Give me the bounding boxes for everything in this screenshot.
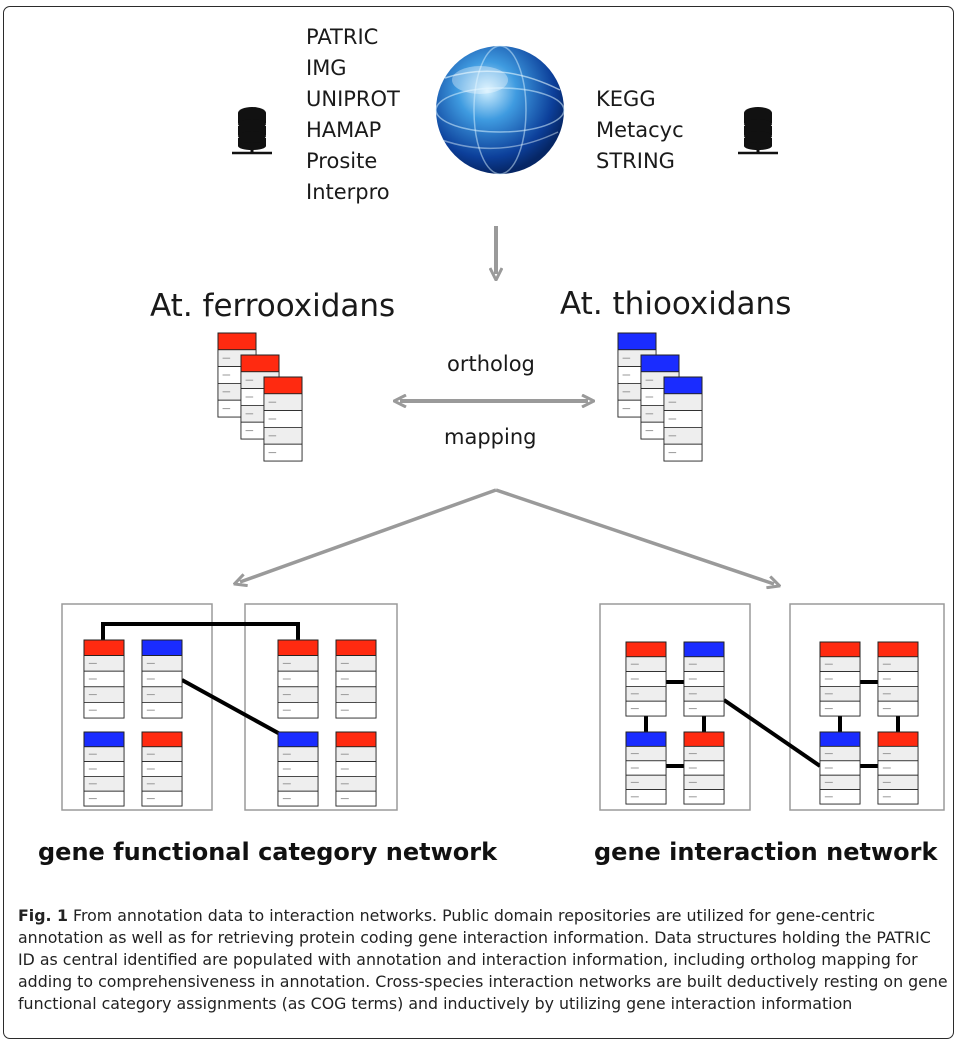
gene-record-card	[683, 731, 725, 805]
gene-record-card	[625, 731, 667, 805]
repository-name: PATRIC	[306, 25, 379, 49]
gene-record-card	[263, 376, 303, 462]
repository-name: HAMAP	[306, 118, 382, 142]
repository-name: Metacyc	[596, 118, 684, 142]
gene-record-card	[819, 731, 861, 805]
species-title-left: At. ferrooxidans	[150, 288, 396, 324]
gene-record-card	[277, 639, 319, 719]
mapping-label-top: ortholog	[447, 352, 535, 376]
species-title-right: At. thiooxidans	[560, 286, 792, 322]
network-panel	[789, 603, 945, 811]
figure-caption: Fig. 1 From annotation data to interacti…	[18, 905, 948, 1015]
caption-label: Fig. 1	[18, 906, 69, 925]
gene-record-card	[335, 639, 377, 719]
network-edge	[101, 622, 300, 643]
network-edge	[181, 678, 281, 736]
globe-icon	[435, 45, 565, 175]
database-server-icon	[232, 107, 272, 155]
gene-record-card	[683, 641, 725, 717]
caption-text: From annotation data to interaction netw…	[18, 906, 948, 1013]
repository-name: IMG	[306, 56, 347, 80]
gene-record-card	[83, 731, 125, 807]
gene-record-card	[141, 731, 183, 807]
gene-record-card	[625, 641, 667, 717]
repository-list-left: PATRIC IMG UNIPROT HAMAP Prosite Interpr…	[306, 22, 400, 208]
figure-frame	[3, 6, 954, 1039]
repository-name: Interpro	[306, 180, 390, 204]
network-edge	[722, 698, 822, 768]
network-label-left: gene functional category network	[38, 838, 498, 866]
branch-arrow-right	[495, 488, 774, 584]
network-label-right: gene interaction network	[594, 838, 938, 866]
repository-list-right: KEGG Metacyc STRING	[596, 84, 684, 177]
network-panel	[599, 603, 751, 811]
gene-record-card	[663, 376, 703, 462]
repository-name: Prosite	[306, 149, 378, 173]
gene-record-card	[335, 731, 377, 807]
gene-record-card	[141, 639, 183, 719]
gene-record-card	[877, 731, 919, 805]
gene-record-card	[277, 731, 319, 807]
repository-name: STRING	[596, 149, 675, 173]
repository-name: UNIPROT	[306, 87, 400, 111]
gene-record-card	[83, 639, 125, 719]
mapping-label-bottom: mapping	[444, 425, 537, 449]
gene-record-card	[819, 641, 861, 717]
gene-record-card	[877, 641, 919, 717]
database-server-icon	[738, 107, 778, 155]
repository-name: KEGG	[596, 87, 656, 111]
branch-arrow-left	[240, 488, 497, 582]
